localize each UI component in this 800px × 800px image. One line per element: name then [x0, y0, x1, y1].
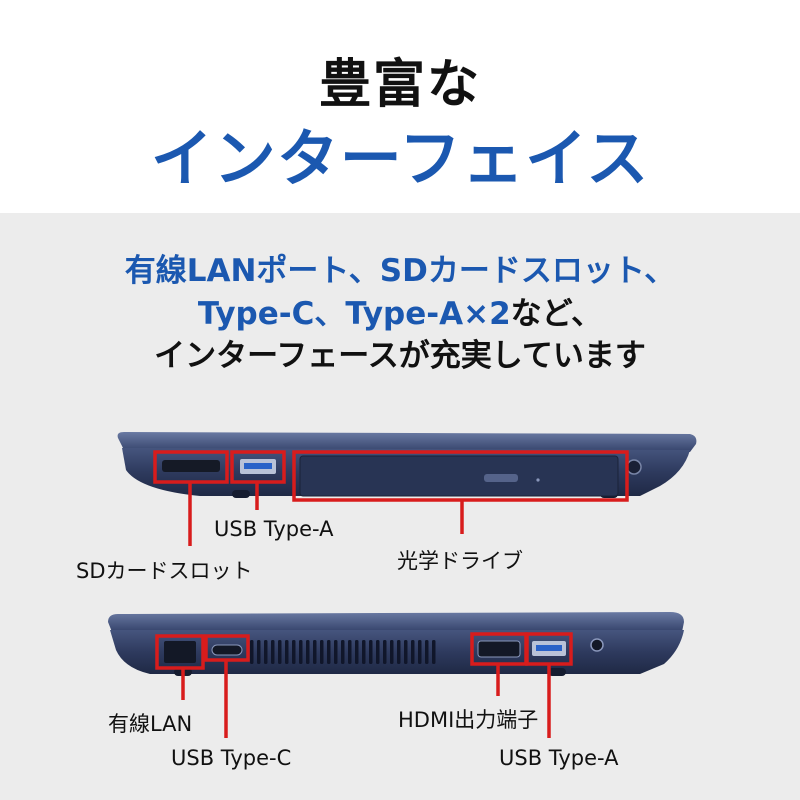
subtitle-line-2-highlight: Type-C、Type-A×2 [197, 296, 511, 332]
vent-slot [320, 640, 324, 664]
lid-edge [117, 432, 697, 452]
vent-slot [264, 640, 268, 664]
subtitle-line-3: インターフェースが充実しています [154, 338, 646, 374]
vent-slot [362, 640, 366, 664]
header-panel [0, 0, 800, 213]
usb-a-port-tongue [244, 463, 272, 469]
vent-slot [292, 640, 296, 664]
vent-slot [271, 640, 275, 664]
vent-slot [425, 640, 429, 664]
vent-slot [257, 640, 261, 664]
lan-label: 有線LAN [108, 712, 193, 736]
leaders-right-side [181, 660, 551, 738]
title-line-1: 豊富な [318, 55, 481, 115]
laptop-left-side [117, 432, 697, 498]
vent-slot [411, 640, 415, 664]
subtitle-line-2-suffix: など、 [510, 296, 603, 332]
lid-edge [108, 612, 684, 632]
vent-slot [418, 640, 422, 664]
subtitle-line-2: Type-C、Type-A×2など、 [0, 295, 800, 333]
vent-grille [250, 640, 436, 664]
vent-slot [355, 640, 359, 664]
vent-slot [390, 640, 394, 664]
vent-slot [404, 640, 408, 664]
vent-slot [250, 640, 254, 664]
eject-button [484, 474, 518, 482]
usb-a-right-label: USB Type-A [499, 746, 619, 770]
power-jack [626, 459, 642, 475]
audio-jack [590, 638, 604, 652]
foot [232, 490, 250, 498]
title-line-2: インターフェイス [150, 122, 650, 195]
usb-a-left-label: USB Type-A [214, 517, 334, 541]
vent-slot [376, 640, 380, 664]
vent-slot [278, 640, 282, 664]
vent-slot [341, 640, 345, 664]
lan-port-clip [172, 656, 188, 662]
subtitle-line-1: 有線LANポート、SDカードスロット、 [124, 253, 676, 289]
hdmi-port [477, 640, 521, 658]
drive-led [536, 478, 540, 482]
vent-slot [285, 640, 289, 664]
usb-c-port [211, 644, 243, 656]
leaders-left-side [188, 482, 464, 546]
vent-slot [432, 640, 436, 664]
vent-slot [334, 640, 338, 664]
optical-drive-label: 光学ドライブ [397, 549, 523, 573]
sd-slot [162, 460, 220, 472]
hdmi-label: HDMI出力端子 [398, 708, 539, 732]
vent-slot [306, 640, 310, 664]
vent-slot [369, 640, 373, 664]
usb-a-port-tongue [536, 645, 562, 651]
lan-highlight [155, 634, 205, 670]
vent-slot [313, 640, 317, 664]
optical-drive-tray [299, 455, 619, 497]
vent-slot [383, 640, 387, 664]
foot [548, 668, 566, 676]
vent-slot [348, 640, 352, 664]
vent-slot [397, 640, 401, 664]
vent-slot [327, 640, 331, 664]
vent-slot [299, 640, 303, 664]
usb-c-label: USB Type-C [171, 746, 292, 770]
sd-slot-label: SDカードスロット [76, 559, 253, 583]
